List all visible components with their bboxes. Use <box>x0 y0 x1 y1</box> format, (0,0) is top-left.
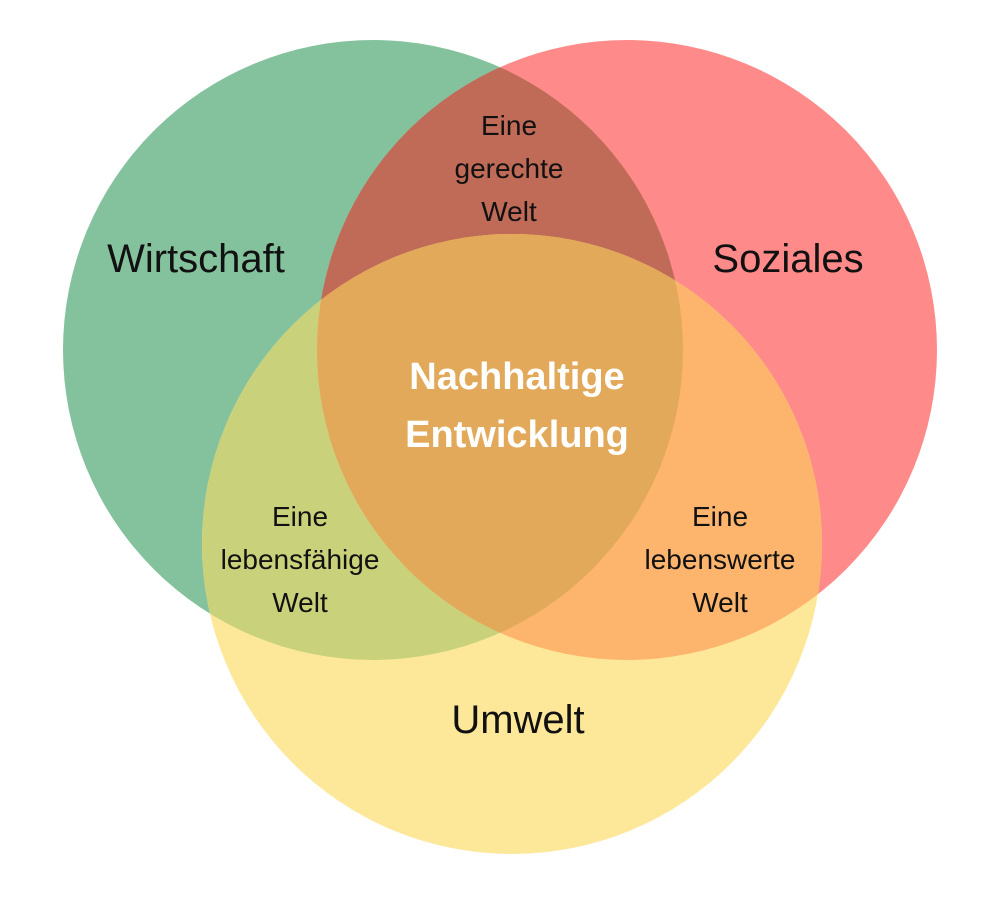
region-all <box>317 234 683 660</box>
label-economy-environment-line: Welt <box>272 587 328 618</box>
label-social-environment: Eine lebenswerte Welt <box>645 501 796 618</box>
label-social-environment-line: Eine <box>692 501 748 532</box>
label-economy-social-line: Eine <box>481 110 537 141</box>
label-economy-environment: Eine lebensfähige Welt <box>221 501 380 618</box>
label-social-environment-line: Welt <box>692 587 748 618</box>
label-social-environment-line: lebenswerte <box>645 544 796 575</box>
label-economy-social-line: Welt <box>481 196 537 227</box>
label-center-line: Entwicklung <box>405 414 629 456</box>
label-economy-environment-line: lebensfähige <box>221 544 380 575</box>
label-social: Soziales <box>712 237 863 281</box>
label-center: Nachhaltige Entwicklung <box>405 356 629 456</box>
label-economy-social: Eine gerechte Welt <box>455 110 564 227</box>
label-center-line: Nachhaltige <box>409 356 624 398</box>
label-economy-environment-line: Eine <box>272 501 328 532</box>
label-environment: Umwelt <box>451 698 584 742</box>
label-economy: Wirtschaft <box>107 237 285 281</box>
label-economy-social-line: gerechte <box>455 153 564 184</box>
